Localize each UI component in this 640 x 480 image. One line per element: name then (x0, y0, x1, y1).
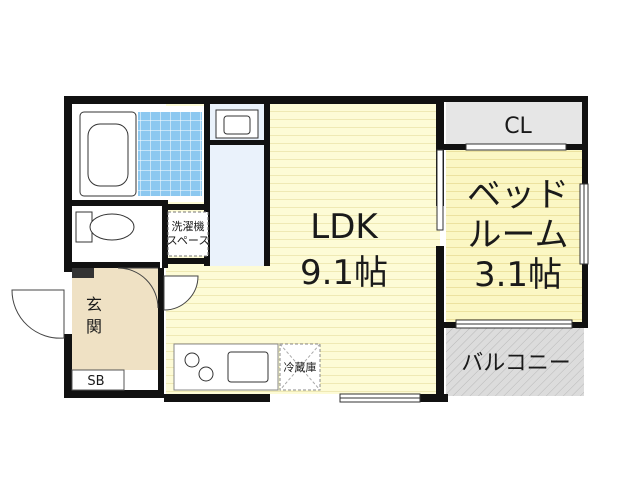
balcony-floor (446, 326, 584, 396)
laundry-label-1: 洗濯機 (172, 219, 205, 233)
bathtub (79, 111, 137, 197)
balcony-label: バルコニー (461, 351, 571, 376)
shoebox-area (71, 369, 125, 391)
entrance-label-1: 玄 (86, 295, 102, 314)
bedroom-name-1: ベッド (467, 175, 569, 215)
ldk-name: LDK (310, 207, 379, 247)
entrance-floor (72, 268, 160, 370)
laundry-label-2: スペース (167, 234, 210, 247)
entrance-label-2: 関 (86, 317, 102, 336)
bedroom-size: 3.1帖 (474, 255, 562, 295)
bedroom-name-2: ルーム (468, 215, 569, 255)
stove (184, 352, 214, 382)
bath-tile (138, 112, 202, 196)
sink (227, 351, 269, 383)
shoebox-label: SB (87, 374, 104, 389)
windows (339, 143, 589, 403)
closet-label: CL (504, 114, 532, 139)
fridge-label: 冷蔵庫 (284, 360, 317, 374)
laundry-space (167, 211, 209, 257)
ldk-size: 9.1帖 (300, 253, 388, 293)
toilet (75, 211, 135, 243)
doors (11, 267, 199, 339)
washbasin (215, 109, 259, 139)
meter-box (72, 268, 94, 278)
closet-floor (446, 102, 582, 146)
bedroom-floor (446, 150, 582, 324)
